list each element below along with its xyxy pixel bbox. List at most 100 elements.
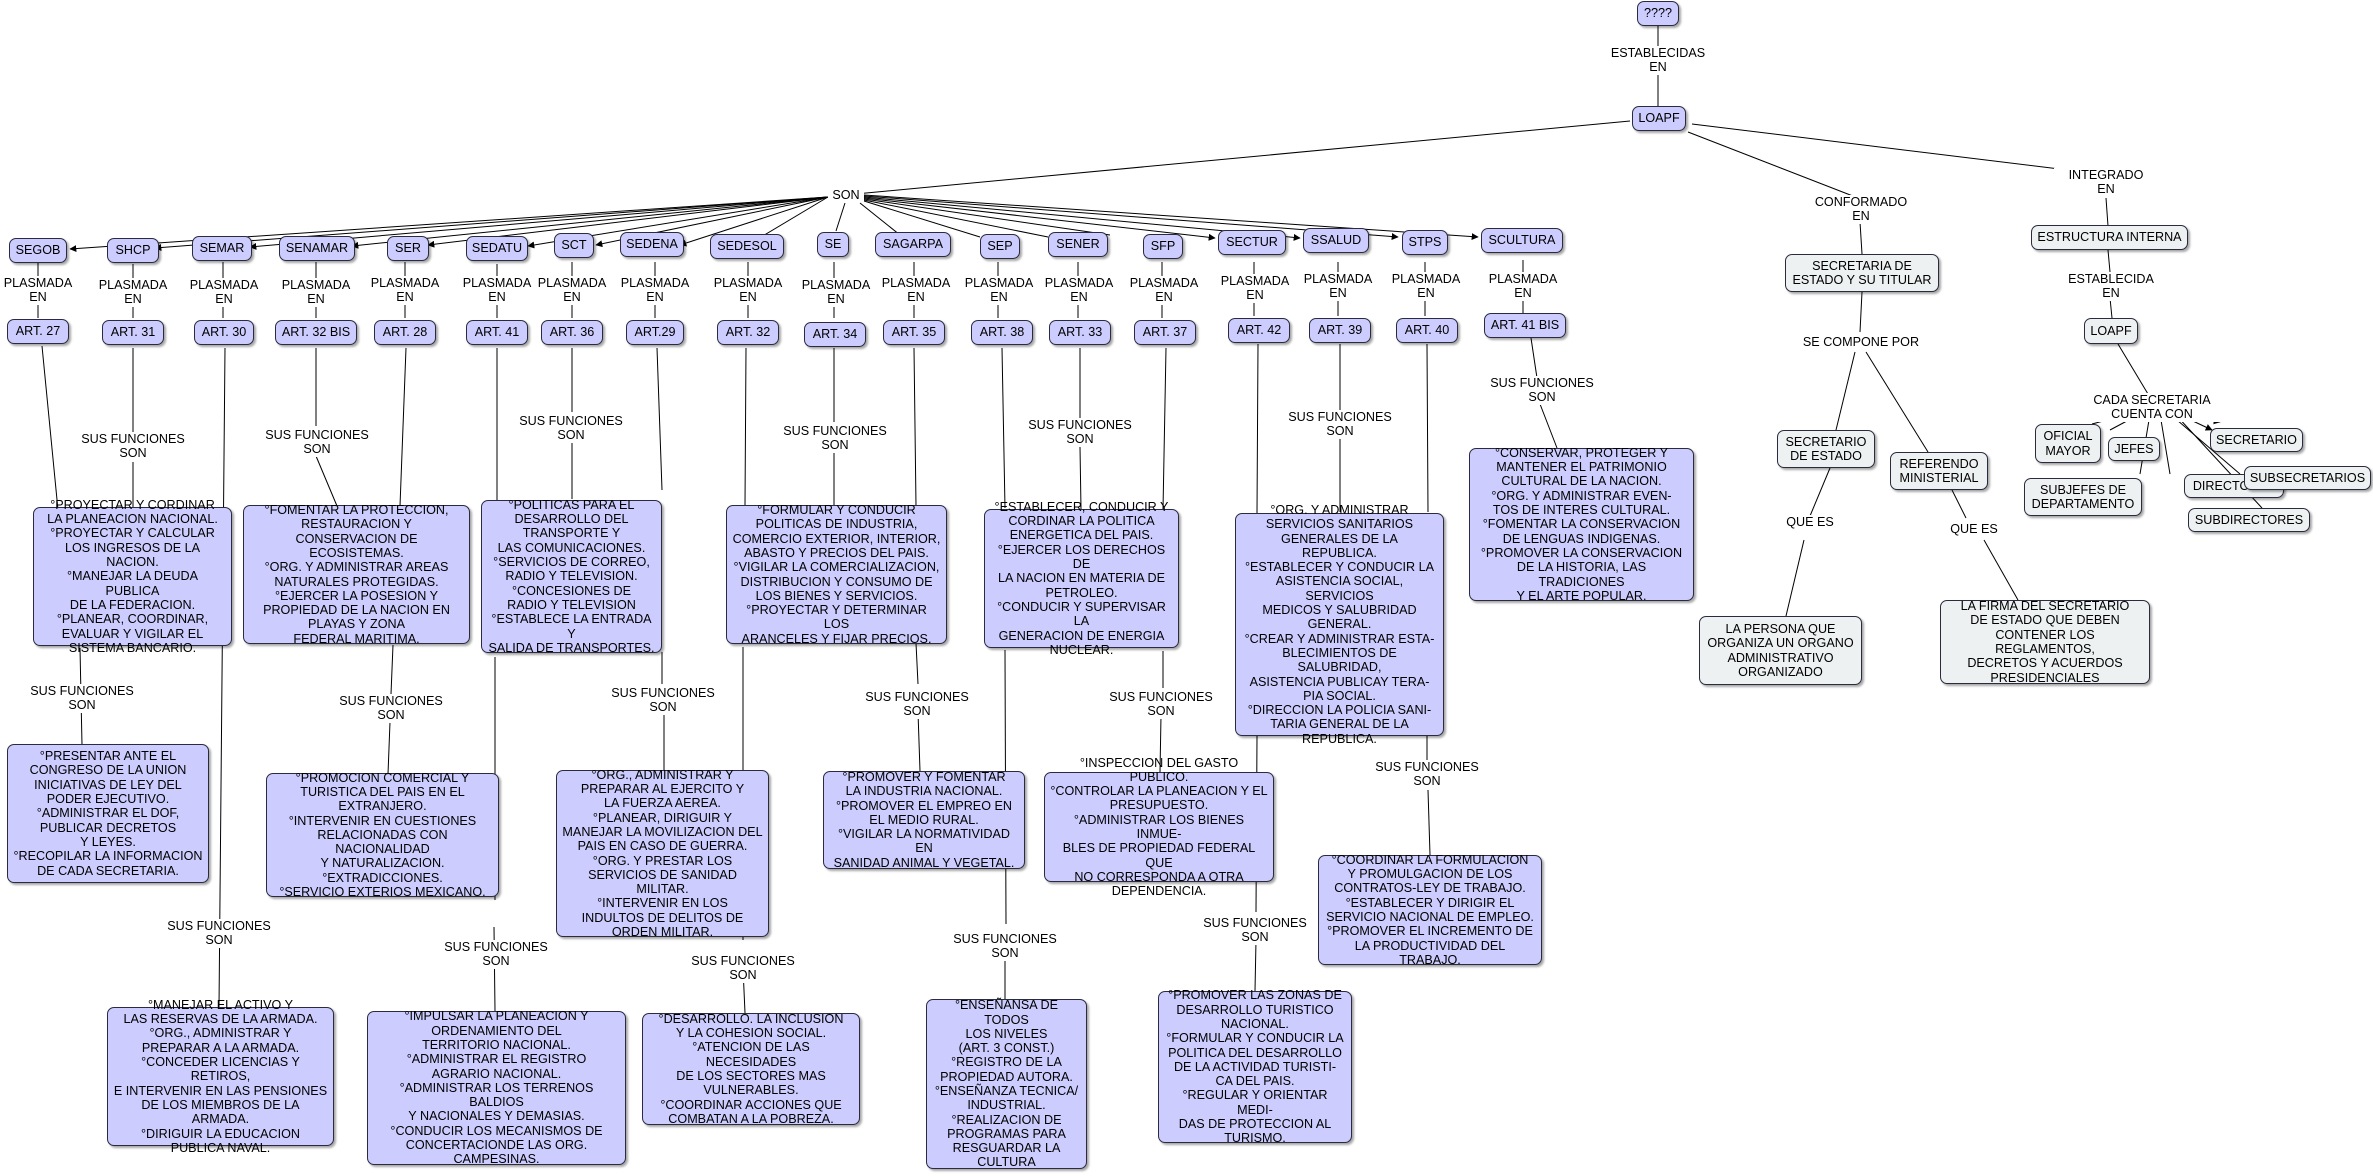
label-plasmada-ser: PLASMADA EN xyxy=(367,276,443,305)
node-secretario-estado[interactable]: SECRETARIO DE ESTADO xyxy=(1777,430,1875,468)
box-funciones-sener[interactable]: °ESTABLECER, CONDUCIR Y CORDINAR LA POLI… xyxy=(984,500,1179,657)
box-funciones-scultura[interactable]: °CONSERVAR, PROTEGER Y MANTENER EL PATRI… xyxy=(1469,446,1694,603)
node-semar[interactable]: SEMAR xyxy=(192,236,252,261)
label-plasmada-sct: PLASMADA EN xyxy=(534,276,610,305)
node-sagarpa[interactable]: SAGARPA xyxy=(875,232,951,257)
node-art-senamar[interactable]: ART. 32 BIS xyxy=(275,320,357,345)
node-art-ssalud[interactable]: ART. 39 xyxy=(1309,318,1371,343)
label-funciones-sedesol: SUS FUNCIONES SON xyxy=(688,954,798,983)
box-funciones-senamar[interactable]: °FOMENTAR LA PROTECCION, RESTAURACION Y … xyxy=(243,503,470,646)
label-plasmada-scultura: PLASMADA EN xyxy=(1485,272,1561,301)
node-art-sectur[interactable]: ART. 42 xyxy=(1228,318,1290,343)
box-funciones-se[interactable]: °FORMULAR Y CONDUCIR POLITICAS DE INDUST… xyxy=(726,503,947,646)
node-sct[interactable]: SCT xyxy=(554,233,594,258)
node-secretario[interactable]: SECRETARIO xyxy=(2210,428,2303,452)
label-plasmada-stps: PLASMADA EN xyxy=(1388,272,1464,301)
node-referendo[interactable]: REFERENDO MINISTERIAL xyxy=(1890,452,1988,490)
node-sectur[interactable]: SECTUR xyxy=(1218,230,1286,255)
label-son: SON xyxy=(828,188,864,203)
node-art-sedesol[interactable]: ART. 32 xyxy=(717,320,779,345)
node-art-semar[interactable]: ART. 30 xyxy=(194,320,254,345)
label-funciones-sedena: SUS FUNCIONES SON xyxy=(608,686,718,715)
box-funciones-sedesol[interactable]: °DESARROLLO. LA INCLUSION Y LA COHESION … xyxy=(642,1012,860,1126)
node-persona[interactable]: LA PERSONA QUE ORGANIZA UN ORGANO ADMINI… xyxy=(1699,616,1862,685)
label-cada-secretaria: CADA SECRETARIA CUENTA CON xyxy=(2082,393,2222,422)
node-art-se[interactable]: ART. 34 xyxy=(804,322,866,347)
box-funciones-sedatu[interactable]: °IMPULSAR LA PLANEACION Y ORDENAMIENTO D… xyxy=(367,1009,626,1166)
box-funciones-sfp[interactable]: °INSPECCION DEL GASTO PUBLICO. °CONTROLA… xyxy=(1044,756,1274,898)
node-loapf[interactable]: LOAPF xyxy=(1632,106,1686,131)
label-plasmada-sedesol: PLASMADA EN xyxy=(710,276,786,305)
node-art-segob[interactable]: ART. 27 xyxy=(7,319,69,344)
label-plasmada-segob: PLASMADA EN xyxy=(0,276,76,305)
box-funciones-sectur[interactable]: °PROMOVER LAS ZONAS DE DESARROLLO TURIST… xyxy=(1158,988,1352,1145)
label-plasmada-sfp: PLASMADA EN xyxy=(1126,276,1202,305)
node-art-sener[interactable]: ART. 33 xyxy=(1049,320,1111,345)
label-plasmada-sedena: PLASMADA EN xyxy=(617,276,693,305)
node-art-ser[interactable]: ART. 28 xyxy=(374,320,436,345)
node-art-sagarpa[interactable]: ART. 35 xyxy=(883,320,945,345)
box-funciones-ser[interactable]: °PROMOCION COMERCIAL Y TURISTICA DEL PAI… xyxy=(266,771,499,899)
node-art-shcp[interactable]: ART. 31 xyxy=(102,320,164,345)
label-plasmada-semar: PLASMADA EN xyxy=(186,278,262,307)
node-art-sedena[interactable]: ART.29 xyxy=(626,320,684,345)
node-estructura-interna[interactable]: ESTRUCTURA INTERNA xyxy=(2031,225,2188,250)
label-que-es-secretario: QUE ES xyxy=(1778,515,1842,530)
label-integrado: INTEGRADO EN xyxy=(2054,168,2158,197)
box-funciones-stps[interactable]: °COORDINAR LA FORMULACION Y PROMULGACION… xyxy=(1318,853,1542,967)
label-se-compone: SE COMPONE POR xyxy=(1796,335,1926,350)
label-conformado: CONFORMADO EN xyxy=(1806,195,1916,224)
label-funciones-sct: SUS FUNCIONES SON xyxy=(516,414,626,443)
node-ssalud[interactable]: SSALUD xyxy=(1303,228,1369,253)
box-funciones-sep[interactable]: °ENSEÑANSA DE TODOS LOS NIVELES (ART. 3 … xyxy=(926,998,1087,1169)
label-funciones-semar: SUS FUNCIONES SON xyxy=(164,919,274,948)
label-funciones-sfp: SUS FUNCIONES SON xyxy=(1106,690,1216,719)
node-sedena[interactable]: SEDENA xyxy=(620,232,684,257)
node-art-stps[interactable]: ART. 40 xyxy=(1396,318,1458,343)
node-secretaria-titular[interactable]: SECRETARIA DE ESTADO Y SU TITULAR xyxy=(1785,254,1939,292)
node-art-sedatu[interactable]: ART. 41 xyxy=(466,320,528,345)
node-senamar[interactable]: SENAMAR xyxy=(279,236,355,261)
box-funciones-shcp[interactable]: °PROYECTAR Y CORDINAR LA PLANEACION NACI… xyxy=(33,498,232,655)
label-que-es-referendo: QUE ES xyxy=(1942,522,2006,537)
box-funciones-sagarpa[interactable]: °PROMOVER Y FOMENTAR LA INDUSTRIA NACION… xyxy=(823,770,1025,870)
box-funciones-semar[interactable]: °MANEJAR EL ACTIVO Y LAS RESERVAS DE LA … xyxy=(107,998,334,1155)
label-establecida: ESTABLECIDA EN xyxy=(2058,272,2164,301)
node-se[interactable]: SE xyxy=(817,232,849,257)
label-plasmada-shcp: PLASMADA EN xyxy=(95,278,171,307)
box-funciones-sct[interactable]: °POLITICAS PARA EL DESARROLLO DEL TRANSP… xyxy=(481,498,662,655)
node-art-sfp[interactable]: ART. 37 xyxy=(1134,320,1196,345)
node-sedatu[interactable]: SEDATU xyxy=(466,236,528,261)
label-plasmada-sedatu: PLASMADA EN xyxy=(459,276,535,305)
label-plasmada-ssalud: PLASMADA EN xyxy=(1300,272,1376,301)
box-funciones-ssalud[interactable]: °ORG. Y ADMINISTRAR SERVICIOS SANITARIOS… xyxy=(1235,503,1444,746)
node-art-scultura[interactable]: ART. 41 BIS xyxy=(1484,313,1566,338)
label-plasmada-sagarpa: PLASMADA EN xyxy=(878,276,954,305)
node-sfp[interactable]: SFP xyxy=(1143,234,1183,259)
node-art-sep[interactable]: ART. 38 xyxy=(971,320,1033,345)
node-firma[interactable]: LA FIRMA DEL SECRETARIO DE ESTADO QUE DE… xyxy=(1940,599,2150,685)
node-jefes[interactable]: JEFES xyxy=(2108,437,2160,461)
node-sedesol[interactable]: SEDESOL xyxy=(710,234,784,259)
root-node[interactable]: ???? xyxy=(1637,1,1679,26)
label-funciones-sep: SUS FUNCIONES SON xyxy=(950,932,1060,961)
node-sener[interactable]: SENER xyxy=(1048,232,1108,257)
node-shcp[interactable]: SHCP xyxy=(107,238,159,263)
node-segob[interactable]: SEGOB xyxy=(9,238,67,263)
node-loapf-2[interactable]: LOAPF xyxy=(2084,318,2138,344)
box-funciones-segob[interactable]: °PRESENTAR ANTE EL CONGRESO DE LA UNION … xyxy=(7,744,209,883)
node-ser[interactable]: SER xyxy=(387,236,429,261)
box-funciones-sedena[interactable]: °ORG., ADMINISTRAR Y PREPARAR AL EJERCIT… xyxy=(556,768,769,939)
label-funciones-segob: SUS FUNCIONES SON xyxy=(27,684,137,713)
node-art-sct[interactable]: ART. 36 xyxy=(541,320,603,345)
node-subsecretarios[interactable]: SUBSECRETARIOS xyxy=(2244,466,2371,490)
label-plasmada-sep: PLASMADA EN xyxy=(961,276,1037,305)
node-scultura[interactable]: SCULTURA xyxy=(1481,228,1563,253)
node-subjefes[interactable]: SUBJEFES DE DEPARTAMENTO xyxy=(2024,478,2142,516)
node-oficial-mayor[interactable]: OFICIAL MAYOR xyxy=(2035,424,2101,463)
label-funciones-scultura: SUS FUNCIONES SON xyxy=(1487,376,1597,405)
node-subdirectores[interactable]: SUBDIRECTORES xyxy=(2188,508,2310,532)
node-stps[interactable]: STPS xyxy=(1402,230,1448,255)
node-sep[interactable]: SEP xyxy=(980,234,1020,259)
label-funciones-shcp: SUS FUNCIONES SON xyxy=(78,432,188,461)
